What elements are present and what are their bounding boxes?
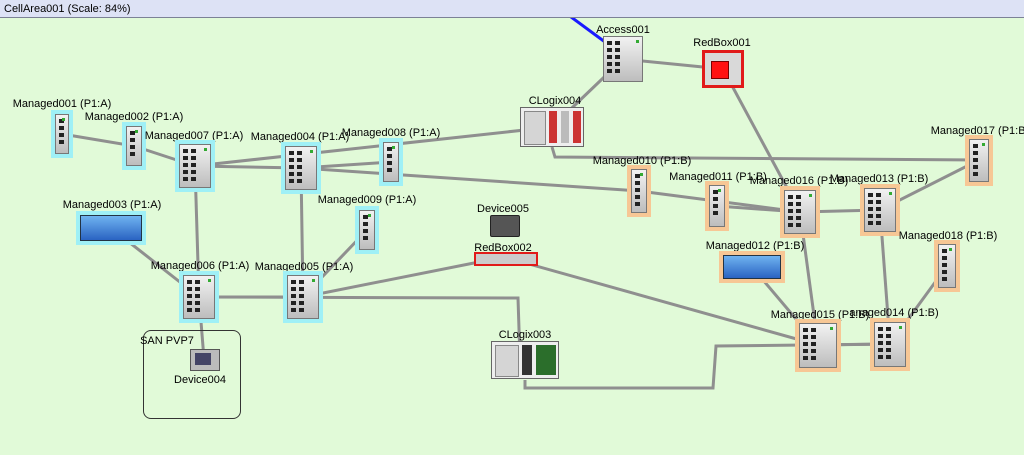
link-clogix003-managed014[interactable]	[523, 342, 891, 390]
label-managed013: Managed013 (P1:B)	[829, 173, 929, 185]
link-managed007-clogix004[interactable]	[194, 125, 553, 168]
label-clogix003: CLogix003	[498, 329, 552, 341]
label-device005: Device005	[477, 203, 529, 215]
switch-managed013[interactable]	[864, 188, 896, 232]
switch-managed009[interactable]	[359, 210, 375, 250]
switch-managed016[interactable]	[784, 190, 816, 234]
label-redbox002: RedBox002	[474, 242, 532, 254]
uplink-line	[569, 18, 606, 44]
switch-managed002[interactable]	[126, 126, 142, 166]
topology-canvas[interactable]: Access001 RedBox001 CLogix004 Managed001…	[0, 18, 1024, 455]
label-managed005: Managed005 (P1:A)	[254, 261, 354, 273]
label-managed002: Managed002 (P1:A)	[84, 111, 184, 123]
switch-managed015[interactable]	[799, 323, 837, 368]
switch-managed011[interactable]	[709, 185, 725, 227]
canvas-title-bar: CellArea001 (Scale: 84%)	[0, 0, 1024, 18]
label-managed004: Managed004 (P1:A)	[250, 131, 350, 143]
redbox-redbox002[interactable]	[474, 252, 538, 266]
label-device004: Device004	[174, 374, 226, 386]
switch-managed005[interactable]	[287, 275, 319, 319]
switch-managed014[interactable]	[874, 322, 906, 367]
canvas-title: CellArea001 (Scale: 84%)	[4, 3, 131, 15]
hmi-device004[interactable]	[190, 349, 220, 371]
label-managed009: Managed009 (P1:A)	[317, 194, 417, 206]
appliance-managed003[interactable]	[80, 215, 142, 241]
label-managed008: Managed008 (P1:A)	[341, 127, 441, 139]
label-redbox001: RedBox001	[693, 37, 751, 49]
link-managed005-redbox002[interactable]	[302, 255, 505, 299]
label-managed006: Managed006 (P1:A)	[150, 260, 250, 272]
link-redbox002-managed015[interactable]	[503, 255, 819, 347]
switch-managed006[interactable]	[183, 275, 215, 319]
switch-managed007[interactable]	[179, 144, 211, 188]
switch-managed008[interactable]	[383, 142, 399, 182]
link-managed004-managed010[interactable]	[300, 166, 640, 193]
switch-managed018[interactable]	[938, 244, 956, 288]
switch-managed004[interactable]	[285, 146, 317, 190]
redbox-redbox001[interactable]	[702, 50, 744, 88]
label-managed018: Managed018 (P1:B)	[898, 230, 998, 242]
label-managed003: Managed003 (P1:A)	[62, 199, 162, 211]
label-managed015: Managed015 (P1:B)	[770, 309, 870, 321]
group-san-pvp7[interactable]	[143, 330, 241, 419]
switch-managed017[interactable]	[969, 139, 989, 182]
label-managed017: Managed017 (P1:B)	[930, 125, 1024, 137]
appliance-managed012[interactable]	[723, 255, 781, 279]
label-managed012: Managed012 (P1:B)	[705, 240, 805, 252]
label-managed007: Managed007 (P1:A)	[144, 130, 244, 142]
label-managed011: Managed011 (P1:B)	[669, 171, 767, 183]
label-clogix004: CLogix004	[528, 95, 582, 107]
label-san-pvp7: SAN PVP7	[140, 335, 194, 347]
switch-managed010[interactable]	[631, 169, 647, 213]
label-managed001: Managed001 (P1:A)	[12, 98, 112, 110]
label-managed010: Managed010 (P1:B)	[592, 155, 692, 167]
controller-clogix003[interactable]	[491, 341, 559, 379]
controller-clogix004[interactable]	[520, 107, 584, 147]
switch-access001[interactable]	[603, 36, 643, 82]
label-managed016: Managed016 (P1:B)	[749, 175, 849, 187]
switch-managed001[interactable]	[55, 114, 69, 154]
link-clogix004-managed017[interactable]	[550, 146, 980, 162]
hmi-device005[interactable]	[490, 215, 520, 237]
label-access001: Access001	[596, 24, 650, 36]
link-managed006-clogix003[interactable]	[198, 295, 522, 361]
label-managed014: anaged014 (P1:B)	[849, 307, 939, 319]
